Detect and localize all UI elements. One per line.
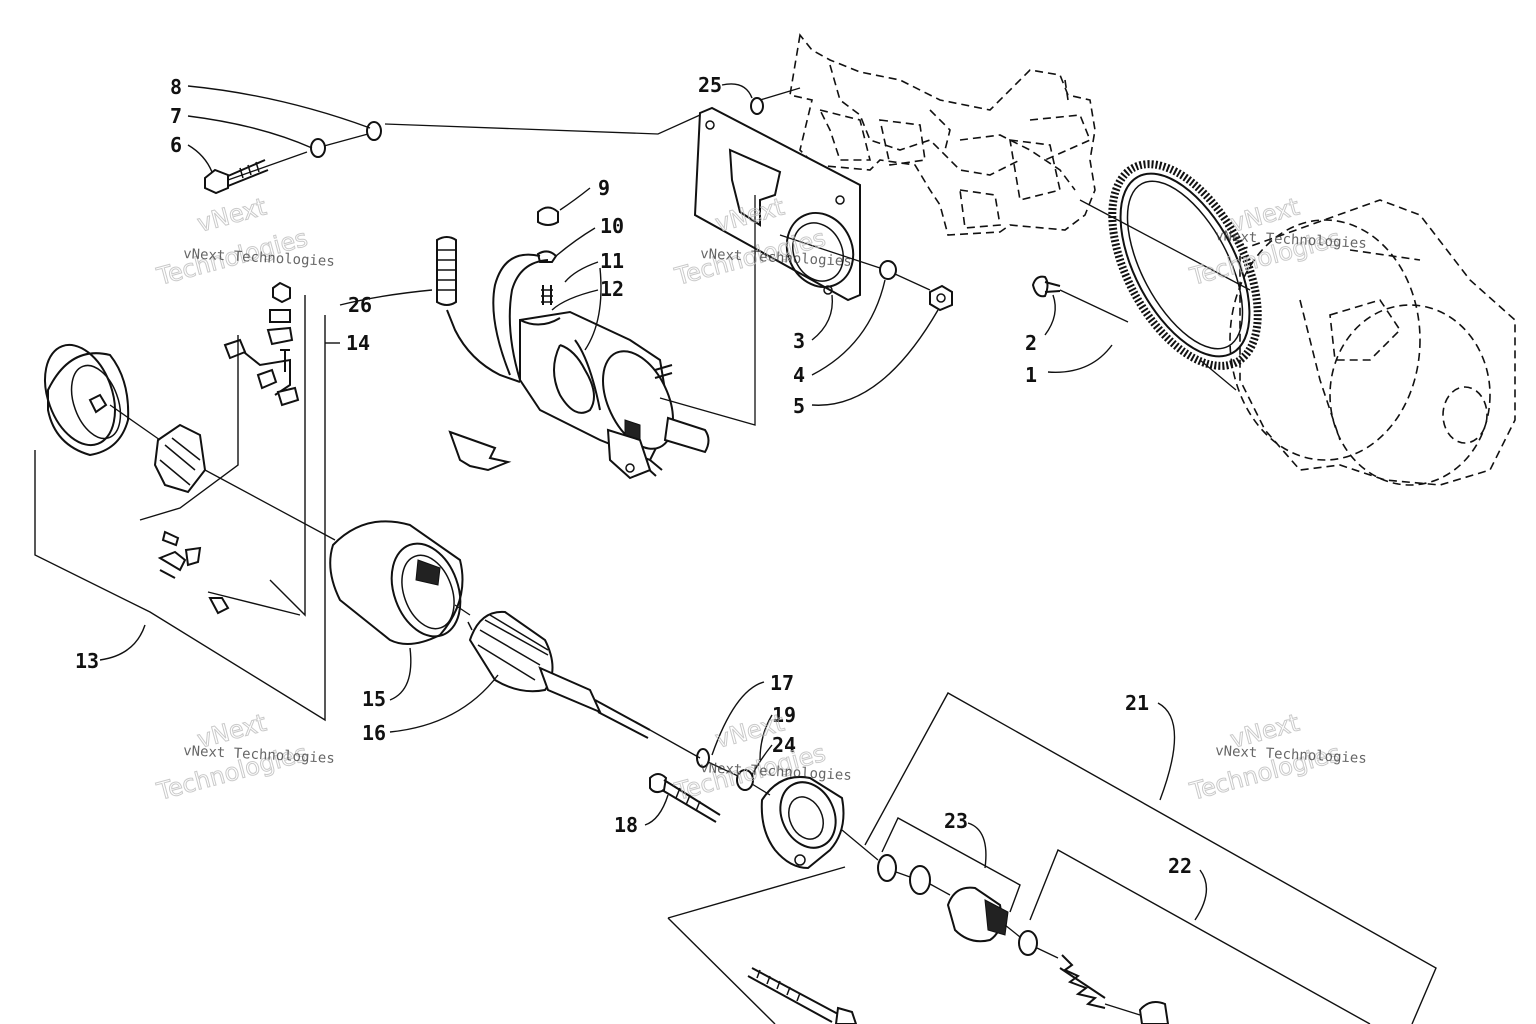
callout-6: 6: [170, 133, 182, 157]
callout-leaders: [99, 83, 1208, 921]
callout-14: 14: [346, 331, 370, 355]
bracket-22: [1029, 849, 1371, 1024]
armature-16: [467, 610, 651, 739]
pinion-gear: [946, 886, 1009, 943]
callout-4: 4: [793, 363, 805, 387]
pinion-collar: [909, 865, 931, 895]
stop-collar: [1018, 930, 1038, 956]
callout-25: 25: [698, 73, 722, 97]
bracket-23: [881, 817, 1021, 913]
assembly-axis-lines: [109, 87, 1251, 1016]
watermark-small-text: vNext Technologies: [1215, 743, 1367, 767]
callout-16: 16: [362, 721, 386, 745]
drive-housing-19: [760, 776, 845, 870]
callout-2: 2: [1025, 331, 1037, 355]
drive-end-cap: [1138, 1001, 1170, 1024]
brush-holder-parts-14: [223, 281, 300, 407]
callout-19: 19: [772, 703, 796, 727]
watermark-small-text: vNext Technologies: [700, 760, 852, 784]
watermark-small-text: vNext Technologies: [700, 246, 852, 270]
callout-1: 1: [1025, 363, 1037, 387]
callout-21: 21: [1125, 691, 1149, 715]
drive-spring: [1059, 954, 1106, 1009]
callout-24: 24: [772, 733, 796, 757]
small-screws-13: [157, 530, 230, 615]
callout-17: 17: [770, 671, 794, 695]
nut-5: [929, 284, 953, 312]
callout-11: 11: [600, 249, 624, 273]
brush-bracket-14: [269, 295, 306, 617]
callout-5: 5: [793, 394, 805, 418]
long-through-bolt: [747, 967, 858, 1024]
retaining-ring-17: [696, 748, 710, 768]
engine-dashed-outline: [789, 33, 1516, 486]
callout-15: 15: [362, 687, 386, 711]
callout-3: 3: [793, 329, 805, 353]
terminal-boot-26: [436, 236, 521, 383]
field-yoke-15: [329, 520, 464, 645]
mount-bolt-6: [204, 159, 269, 195]
washer-7: [310, 138, 326, 158]
callout-18: 18: [614, 813, 638, 837]
watermark-small-text: vNext Technologies: [183, 246, 335, 270]
starter-solenoid-assembly: [492, 206, 710, 480]
starter-mount-plate: [693, 106, 861, 302]
callout-7: 7: [170, 104, 182, 128]
callout-23: 23: [944, 809, 968, 833]
callout-12: 12: [600, 277, 624, 301]
washer-24: [736, 769, 754, 791]
washer-4: [879, 260, 897, 280]
watermark-bottom-right: vNext Technologies vNext Technologies: [1186, 708, 1367, 806]
through-bolt-18: [649, 773, 721, 823]
direction-arrow: [448, 430, 512, 472]
callout-labels: 1 2 3 4 5 6 7 8 9 10 11 12 13 14 15 16 1…: [75, 73, 1192, 878]
bracket-13: [34, 315, 326, 722]
callout-10: 10: [600, 214, 624, 238]
watermark-big-word-1: vNext: [194, 193, 269, 238]
washer-8: [366, 121, 382, 141]
rear-end-cover: [44, 343, 130, 457]
watermark-bottom-left: vNext Technologies vNext Technologies: [153, 708, 335, 806]
ring-gear: [1108, 160, 1262, 370]
callout-13: 13: [75, 649, 99, 673]
lock-washer-25: [750, 97, 764, 115]
callout-9: 9: [598, 176, 610, 200]
pinion-washer: [877, 854, 897, 882]
watermark-small-text: vNext Technologies: [1215, 228, 1367, 252]
brush-plate: [153, 423, 207, 494]
bracket-21: [864, 692, 1437, 1024]
bracket-19: [667, 866, 846, 1024]
callout-22: 22: [1168, 854, 1192, 878]
callout-26: 26: [348, 293, 372, 317]
callout-8: 8: [170, 75, 182, 99]
watermark-small-text: vNext Technologies: [183, 743, 335, 767]
ring-gear-bolt: [1031, 275, 1061, 298]
watermark-top-left: vNext Technologies vNext Technologies: [153, 192, 335, 291]
